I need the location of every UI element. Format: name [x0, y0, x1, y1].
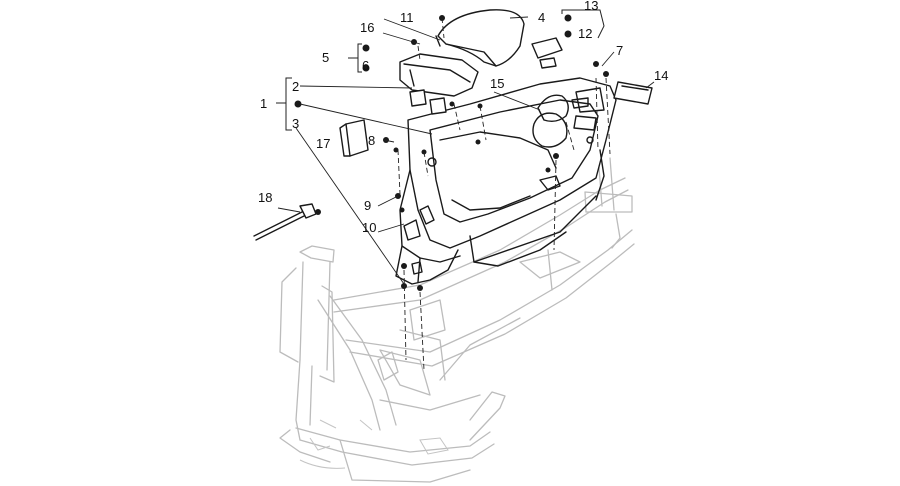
callout-15: 15: [490, 76, 504, 91]
callout-8: 8: [368, 133, 375, 148]
callout-13: 13: [584, 0, 598, 13]
callout-18: 18: [258, 190, 272, 205]
callout-labels: 1 2 3 4 5 6 7 8 9 10 11 12 13 14 15 16 1…: [258, 0, 668, 235]
callout-14: 14: [654, 68, 668, 83]
callout-7: 7: [616, 43, 623, 58]
callout-5: 5: [322, 50, 329, 65]
callout-12: 12: [578, 26, 592, 41]
callout-6: 6: [362, 58, 369, 73]
part-18-cable-tie: [253, 203, 317, 241]
callout-17: 17: [316, 136, 330, 151]
callout-3: 3: [292, 116, 299, 131]
part-4-seat-lid: [435, 9, 525, 67]
part-6-clips: [409, 89, 447, 115]
callout-10: 10: [362, 220, 376, 235]
part-16-bracket: [399, 53, 479, 97]
callout-brackets: [276, 9, 605, 131]
callout-4: 4: [538, 10, 545, 25]
callout-1: 1: [260, 96, 267, 111]
callout-11: 11: [400, 10, 414, 25]
callout-16: 16: [360, 20, 374, 35]
part-14-reflector: [613, 81, 653, 105]
callout-2: 2: [292, 79, 299, 94]
part-12-pad: [531, 37, 563, 69]
leader-lines: [277, 16, 655, 371]
part-17-relay: [339, 119, 369, 157]
scooter-frame: [279, 154, 635, 483]
callout-9: 9: [364, 198, 371, 213]
helmet-compartment: [395, 77, 617, 285]
